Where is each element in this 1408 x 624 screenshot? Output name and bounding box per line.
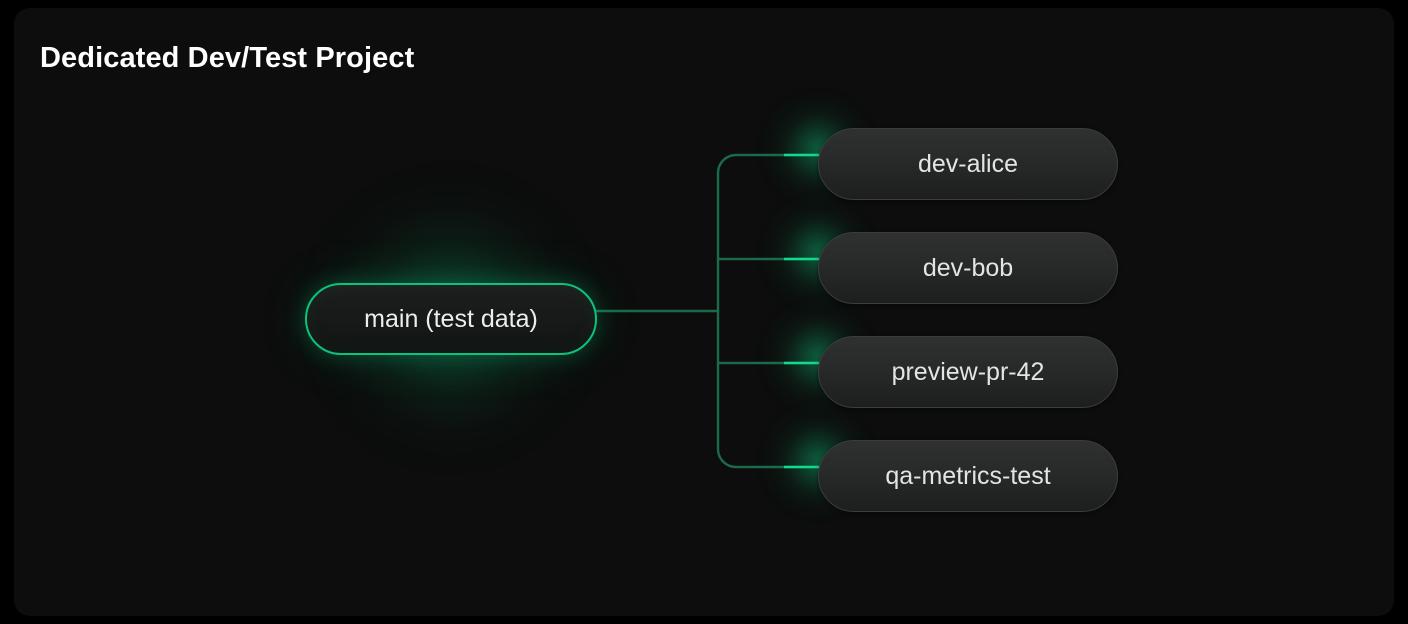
node-branch-dev-alice[interactable]: dev-alice [818, 128, 1118, 200]
node-branch-qa-metrics-test[interactable]: qa-metrics-test [818, 440, 1118, 512]
diagram-canvas: Dedicated Dev/Test Project main (test da… [14, 8, 1394, 616]
node-branch-preview-pr-42[interactable]: preview-pr-42 [818, 336, 1118, 408]
node-branch-label: dev-bob [922, 253, 1014, 282]
node-root-label: main (test data) [364, 304, 538, 333]
node-branch-label: preview-pr-42 [891, 357, 1045, 386]
page-title: Dedicated Dev/Test Project [40, 42, 415, 74]
node-root-main[interactable]: main (test data) [305, 283, 597, 355]
connector-lines [583, 153, 820, 469]
node-branch-dev-bob[interactable]: dev-bob [818, 232, 1118, 304]
node-branch-label: dev-alice [917, 149, 1019, 178]
node-branch-label: qa-metrics-test [885, 461, 1051, 490]
